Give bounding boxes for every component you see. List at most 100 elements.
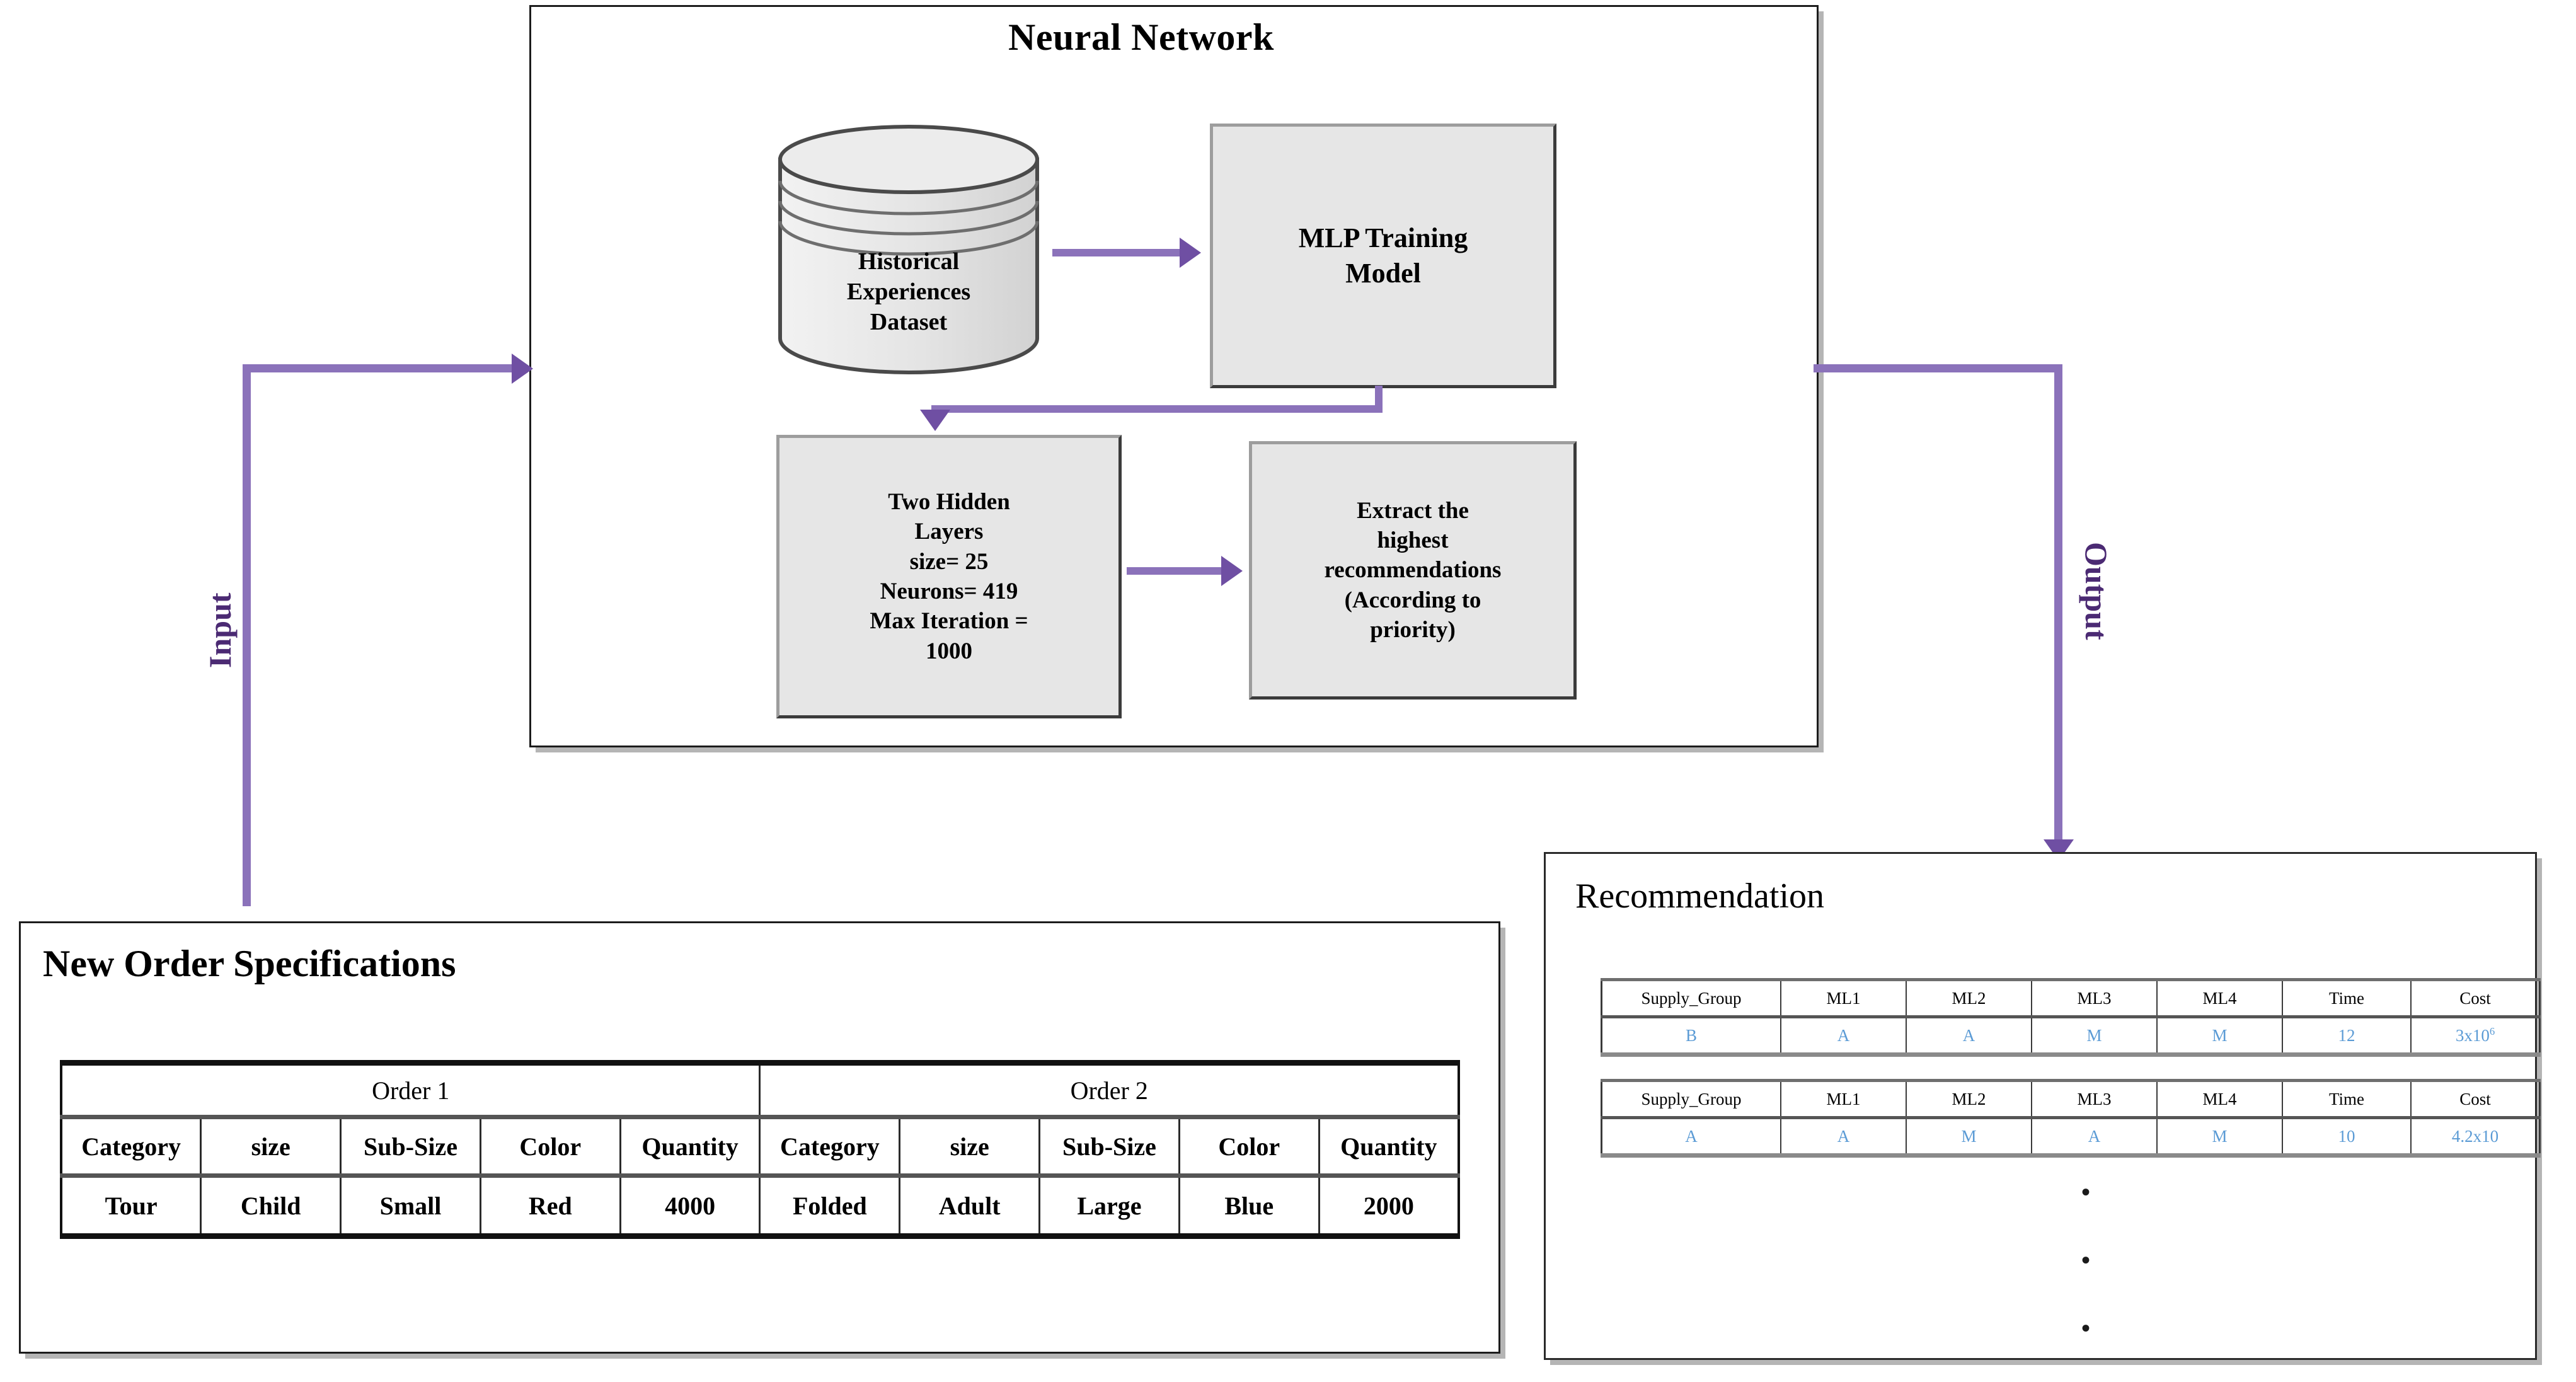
rec2-val-ml2: M bbox=[1906, 1117, 2032, 1156]
rec1-val-ml1: A bbox=[1780, 1016, 1907, 1056]
hidden-box-line-3: size= 25 bbox=[909, 548, 989, 575]
col-header-o2-category: Category bbox=[759, 1116, 901, 1178]
dataset-label-line-3: Dataset bbox=[870, 309, 948, 335]
rec1-val-supply-group: B bbox=[1601, 1016, 1781, 1056]
table-row: B A A M M 12 3x106 bbox=[1601, 1016, 2541, 1056]
rec2-cost-mantissa: 4.2x10 bbox=[2451, 1127, 2499, 1146]
mlp-to-hidden-horizontal bbox=[931, 405, 1383, 413]
rec1-val-ml3: M bbox=[2031, 1016, 2158, 1056]
rec1-col-supply-group: Supply_Group bbox=[1601, 979, 1781, 1018]
mlp-box-line-1: MLP Training bbox=[1298, 222, 1468, 253]
rec1-col-cost: Cost bbox=[2410, 979, 2541, 1018]
rec1-cost-mantissa: 3x10 bbox=[2455, 1026, 2490, 1045]
col-header-o2-color: Color bbox=[1178, 1116, 1320, 1178]
input-arrowhead bbox=[512, 354, 533, 384]
extract-recommendations-box: Extract the highest recommendations (Acc… bbox=[1249, 441, 1577, 700]
rec2-val-time: 10 bbox=[2282, 1117, 2412, 1156]
cell-o1-size: Child bbox=[200, 1175, 342, 1237]
mlp-to-hidden-arrowhead bbox=[920, 410, 950, 431]
extract-box-line-3: recommendations bbox=[1324, 557, 1502, 584]
rec2-col-ml3: ML3 bbox=[2031, 1080, 2158, 1119]
cell-o1-category: Tour bbox=[60, 1175, 202, 1237]
hidden-to-extract-arrowhead bbox=[1221, 556, 1243, 586]
hidden-box-line-5: Max Iteration = bbox=[870, 608, 1028, 635]
recommendation-title: Recommendation bbox=[1575, 877, 1825, 916]
rec1-col-ml3: ML3 bbox=[2031, 979, 2158, 1018]
rec2-col-ml2: ML2 bbox=[1906, 1080, 2032, 1119]
dataset-label-line-1: Historical bbox=[858, 248, 960, 275]
rec2-col-time: Time bbox=[2282, 1080, 2412, 1119]
col-header-o1-quantity: Quantity bbox=[619, 1116, 761, 1178]
table-row: Supply_Group ML1 ML2 ML3 ML4 Time Cost bbox=[1601, 1080, 2541, 1119]
rec1-col-time: Time bbox=[2282, 979, 2412, 1018]
rec2-val-supply-group: A bbox=[1601, 1117, 1781, 1156]
rec1-val-ml2: A bbox=[1906, 1016, 2032, 1056]
col-header-o2-quantity: Quantity bbox=[1318, 1116, 1460, 1178]
hidden-box-line-6: 1000 bbox=[926, 638, 972, 664]
hidden-to-extract-line bbox=[1127, 567, 1222, 575]
dataset-label-line-2: Experiences bbox=[846, 279, 971, 305]
output-label: Output bbox=[2079, 542, 2114, 640]
hidden-box-line-1: Two Hidden bbox=[888, 488, 1010, 515]
recommendation-table-2: Supply_Group ML1 ML2 ML3 ML4 Time Cost A… bbox=[1601, 1079, 2541, 1158]
table-row-values: Tour Child Small Red 4000 Folded Adult L… bbox=[60, 1175, 1460, 1237]
new-order-specifications-title: New Order Specifications bbox=[43, 943, 456, 984]
table-row-headers: Category size Sub-Size Color Quantity Ca… bbox=[60, 1116, 1460, 1178]
cell-o2-color: Blue bbox=[1178, 1175, 1320, 1237]
cell-o2-category: Folded bbox=[759, 1175, 901, 1237]
col-header-o1-category: Category bbox=[60, 1116, 202, 1178]
cell-o2-quantity: 2000 bbox=[1318, 1175, 1460, 1237]
rec2-val-ml1: A bbox=[1780, 1117, 1907, 1156]
rec2-val-ml4: M bbox=[2156, 1117, 2283, 1156]
ellipsis-dot-3: • bbox=[2081, 1314, 2090, 1342]
col-header-o2-subsize: Sub-Size bbox=[1038, 1116, 1180, 1178]
ellipsis-dot-2: • bbox=[2081, 1246, 2090, 1274]
cell-o2-subsize: Large bbox=[1038, 1175, 1180, 1237]
rec2-val-cost: 4.2x10 bbox=[2410, 1117, 2541, 1156]
col-header-o1-size: size bbox=[200, 1116, 342, 1178]
recommendation-table-1: Supply_Group ML1 ML2 ML3 ML4 Time Cost B… bbox=[1601, 978, 2541, 1057]
rec1-col-ml1: ML1 bbox=[1780, 979, 1907, 1018]
rec2-col-ml4: ML4 bbox=[2156, 1080, 2283, 1119]
col-header-o1-subsize: Sub-Size bbox=[340, 1116, 481, 1178]
rec1-val-ml4: M bbox=[2156, 1016, 2283, 1056]
extract-box-line-1: Extract the bbox=[1357, 497, 1469, 524]
extract-box-line-4: (According to bbox=[1344, 587, 1481, 613]
input-vertical-line bbox=[243, 364, 251, 906]
extract-box-line-5: priority) bbox=[1370, 617, 1456, 643]
extract-box-line-2: highest bbox=[1377, 527, 1449, 553]
rec1-val-cost: 3x106 bbox=[2410, 1016, 2541, 1056]
hidden-box-line-4: Neurons= 419 bbox=[880, 579, 1018, 604]
col-header-o2-size: size bbox=[899, 1116, 1041, 1178]
neural-network-panel bbox=[529, 5, 1819, 747]
dataset-to-mlp-line bbox=[1052, 249, 1182, 256]
col-header-o1-color: Color bbox=[479, 1116, 621, 1178]
rec2-col-supply-group: Supply_Group bbox=[1601, 1080, 1781, 1119]
table-row-groups: Order 1 Order 2 bbox=[60, 1062, 1460, 1119]
order-group-1: Order 1 bbox=[60, 1062, 761, 1119]
database-icon bbox=[778, 125, 1039, 374]
dataset-to-mlp-arrowhead bbox=[1180, 238, 1201, 268]
cell-o1-quantity: 4000 bbox=[619, 1175, 761, 1237]
neural-network-title: Neural Network bbox=[1008, 16, 1274, 58]
two-hidden-layers-box: Two Hidden Layers size= 25 Neurons= 419 … bbox=[776, 435, 1122, 718]
rec2-col-ml1: ML1 bbox=[1780, 1080, 1907, 1119]
mlp-training-model-box: MLP Training Model bbox=[1210, 124, 1556, 388]
rec1-col-ml2: ML2 bbox=[1906, 979, 2032, 1018]
table-row: Supply_Group ML1 ML2 ML3 ML4 Time Cost bbox=[1601, 979, 2541, 1018]
input-horizontal-line bbox=[243, 364, 520, 372]
hidden-box-line-2: Layers bbox=[914, 519, 984, 545]
output-vertical-line bbox=[2054, 364, 2062, 856]
historical-dataset-cylinder: Historical Experiences Dataset bbox=[770, 123, 1047, 375]
cell-o2-size: Adult bbox=[899, 1175, 1041, 1237]
cell-o1-subsize: Small bbox=[340, 1175, 481, 1237]
order-group-2: Order 2 bbox=[759, 1062, 1460, 1119]
order-specifications-table: Order 1 Order 2 Category size Sub-Size C… bbox=[60, 1060, 1460, 1239]
table-row: A A M A M 10 4.2x10 bbox=[1601, 1117, 2541, 1156]
rec1-col-ml4: ML4 bbox=[2156, 979, 2283, 1018]
rec2-col-cost: Cost bbox=[2410, 1080, 2541, 1119]
rec1-val-time: 12 bbox=[2282, 1016, 2412, 1056]
mlp-box-line-2: Model bbox=[1345, 258, 1421, 289]
ellipsis-dot-1: • bbox=[2081, 1178, 2090, 1206]
